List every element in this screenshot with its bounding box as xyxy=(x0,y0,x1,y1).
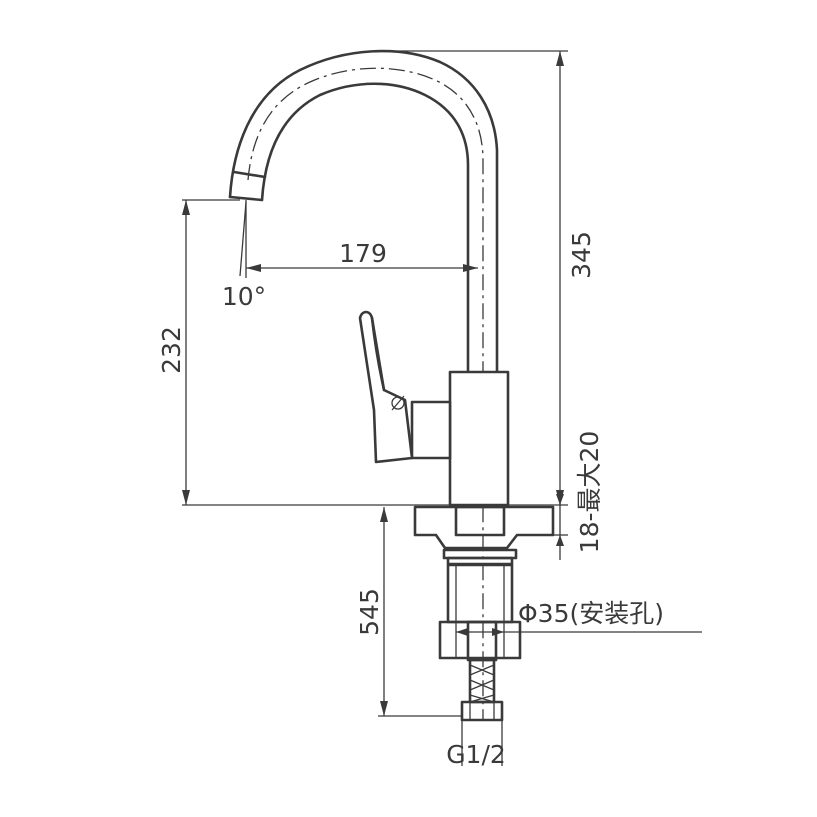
spout-angle-label: 10° xyxy=(222,282,266,311)
dim-total-height xyxy=(375,50,568,505)
spout xyxy=(228,49,499,720)
below-deck-label: 545 xyxy=(355,588,384,636)
lever-handle xyxy=(358,310,414,464)
dim-inlet-thread xyxy=(461,720,503,766)
dim-mount-hole xyxy=(456,628,702,636)
spout-height-label: 232 xyxy=(157,326,186,374)
faucet-body xyxy=(410,370,510,507)
spout-reach-label: 179 xyxy=(339,239,387,268)
deck-mount xyxy=(182,504,568,722)
mount-hole-label: Φ35(安装孔) xyxy=(518,599,664,628)
dim-spout-reach xyxy=(239,201,478,277)
inlet-thread-label: G1/2 xyxy=(446,740,506,769)
total-height-label: 345 xyxy=(567,231,596,279)
deck-thickness-label: 18-最大20 xyxy=(575,431,604,554)
dim-spout-height xyxy=(182,199,240,505)
dim-deck-thickness xyxy=(553,490,568,560)
dim-below-deck xyxy=(378,507,462,717)
